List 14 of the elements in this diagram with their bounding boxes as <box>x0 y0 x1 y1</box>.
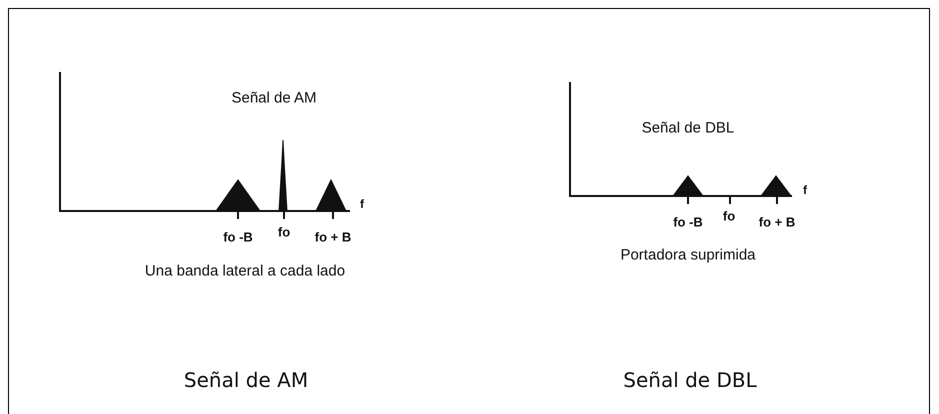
frequency-label: fo + B <box>758 216 796 228</box>
frequency-label: fo <box>278 226 290 238</box>
figure-caption: Señal de DBL <box>623 370 757 390</box>
frequency-label: fo <box>722 210 736 222</box>
frequency-label: fo -B <box>223 230 253 244</box>
frequency-label: fo -B <box>673 216 703 228</box>
spectrum-title: Señal de DBL <box>642 120 734 136</box>
axis-label: f <box>803 184 807 196</box>
spectrum-note: Portadora suprimida <box>620 248 756 262</box>
frequency-label: fo + B <box>314 230 352 244</box>
axis-label: f <box>360 198 364 210</box>
spectrum-note: Una banda lateral a cada lado <box>144 264 346 278</box>
figure-caption: Señal de AM <box>184 370 308 390</box>
spectrum-title: Señal de AM <box>231 90 317 106</box>
